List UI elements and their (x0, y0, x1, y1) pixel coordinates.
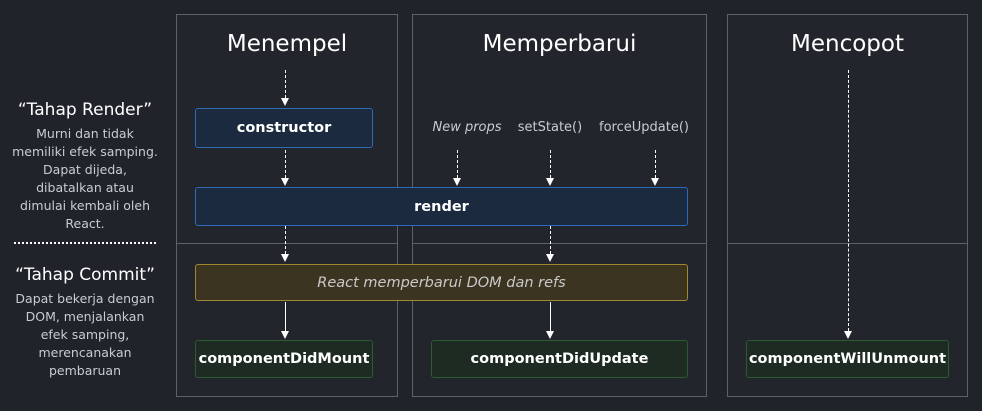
force-update-trigger: forceUpdate() (599, 120, 689, 135)
arrow-head (546, 331, 554, 339)
render-phase-line: memiliki efek samping. (12, 144, 158, 159)
render-phase-line: dibatalkan atau (36, 180, 134, 195)
render-phase-line: React. (65, 216, 105, 231)
phase-separator (14, 242, 156, 244)
commit-phase-title: “Tahap Commit” (15, 265, 155, 285)
arrow-head (453, 178, 461, 186)
react-updates-dom-box: React memperbarui DOM dan refs (195, 264, 688, 301)
arrow-line (285, 70, 286, 98)
arrow-line (285, 302, 286, 331)
arrow-line (285, 226, 286, 254)
component-did-mount-box: componentDidMount (195, 340, 373, 378)
update-column-title: Memperbarui (482, 31, 637, 57)
render-phase-line: Dapat dijeda, (43, 162, 127, 177)
arrow-line (550, 150, 551, 178)
render-phase-line: dimulai kembali oleh (20, 198, 150, 213)
render-phase-description: Murni dan tidak memiliki efek samping. D… (10, 125, 160, 233)
unmount-phase-divider (728, 243, 967, 244)
render-box: render (195, 187, 688, 226)
commit-phase-line: merencanakan (38, 345, 132, 360)
commit-phase-line: Dapat bekerja dengan (15, 291, 155, 306)
component-will-unmount-box: componentWillUnmount (746, 340, 949, 378)
arrow-head (546, 178, 554, 186)
commit-phase-line: efek samping, (40, 327, 130, 342)
mount-column-title: Menempel (226, 31, 348, 57)
update-phase-divider (413, 243, 706, 244)
arrow-head (281, 331, 289, 339)
unmount-column-title: Mencopot (791, 31, 904, 57)
arrow-head (651, 178, 659, 186)
arrow-head (844, 331, 852, 339)
arrow-line (550, 302, 551, 331)
render-phase-line: Murni dan tidak (36, 126, 134, 141)
component-did-update-box: componentDidUpdate (431, 340, 688, 378)
commit-phase-line: DOM, menjalankan (25, 309, 145, 324)
unmount-column (727, 14, 968, 397)
set-state-trigger: setState() (517, 120, 583, 135)
arrow-line (457, 150, 458, 178)
arrow-head (281, 178, 289, 186)
constructor-box: constructor (195, 108, 373, 148)
arrow-head (281, 98, 289, 106)
arrow-line (550, 226, 551, 254)
mount-phase-divider (177, 243, 397, 244)
commit-phase-description: Dapat bekerja dengan DOM, menjalankan ef… (10, 290, 160, 380)
arrow-line (848, 70, 849, 331)
commit-phase-line: pembaruan (48, 363, 122, 378)
arrow-head (546, 254, 554, 262)
arrow-line (655, 150, 656, 178)
render-phase-title: “Tahap Render” (17, 100, 153, 120)
arrow-head (281, 254, 289, 262)
arrow-line (285, 150, 286, 178)
new-props-trigger: New props (432, 120, 502, 135)
